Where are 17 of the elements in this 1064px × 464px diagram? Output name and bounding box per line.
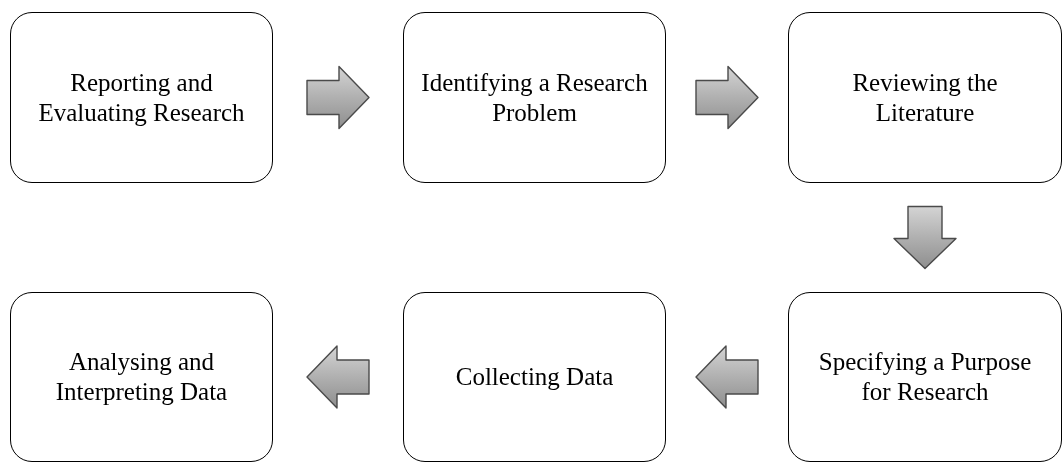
block-arrow — [695, 345, 759, 409]
step-label: Collecting Data — [455, 362, 614, 392]
process-box — [788, 292, 1062, 462]
process-box — [403, 292, 666, 462]
process-box — [788, 12, 1062, 183]
block-arrow — [306, 345, 370, 409]
block-arrow — [893, 205, 957, 270]
step-label: Reviewing the Literature — [851, 67, 999, 128]
step-label: Specifying a Purpose for Research — [817, 347, 1033, 407]
block-arrow — [695, 65, 759, 130]
process-box — [10, 292, 273, 462]
process-box — [10, 12, 273, 183]
step-label: Analysing and Interpreting Data — [54, 347, 229, 407]
process-box — [403, 12, 666, 183]
step-label: Reporting and Evaluating Research — [37, 67, 246, 128]
step-label: Identifying a Research Problem — [420, 67, 649, 128]
block-arrow — [306, 65, 370, 130]
